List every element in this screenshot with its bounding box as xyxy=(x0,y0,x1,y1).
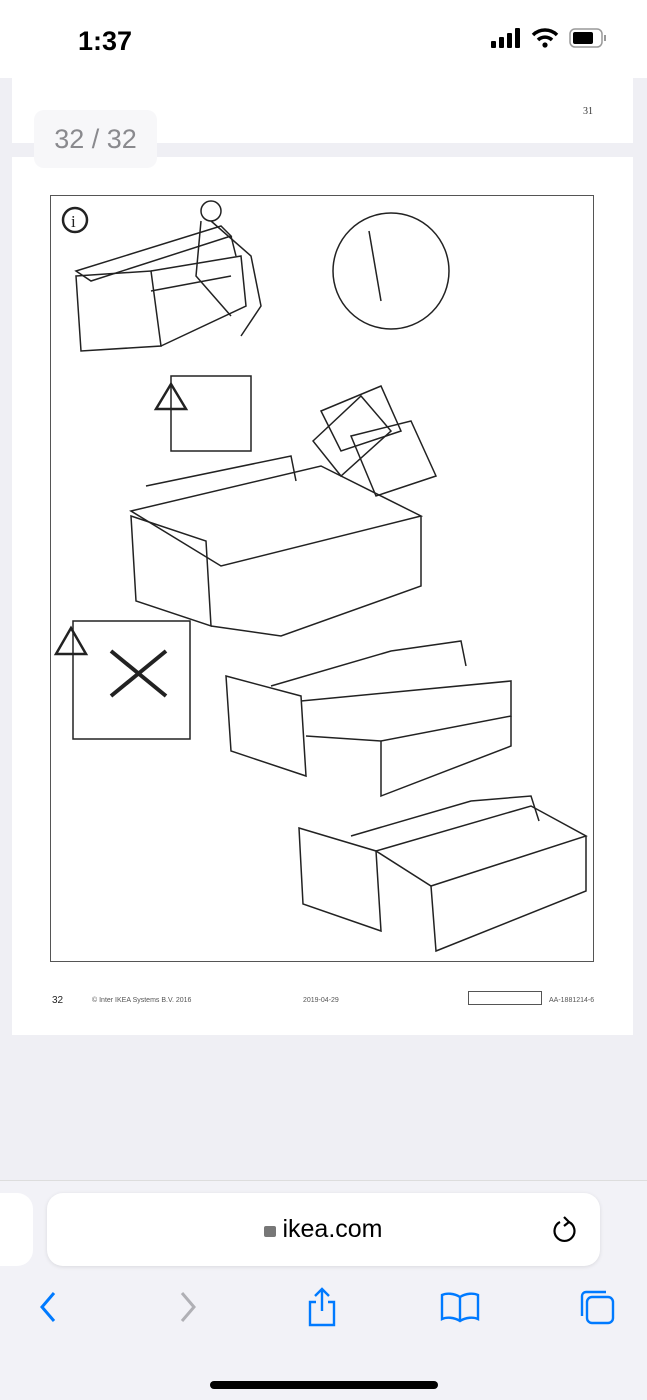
detail-circle xyxy=(332,212,450,330)
lock-icon xyxy=(264,1226,277,1237)
assembly-illustration: i xyxy=(50,195,594,962)
sofa-step-1 xyxy=(74,200,262,352)
browser-toolbar: ikea.com xyxy=(0,1180,647,1400)
battery-icon xyxy=(569,28,606,48)
copyright: © Inter IKEA Systems B.V. 2016 xyxy=(92,997,192,1004)
share-button[interactable] xyxy=(302,1287,342,1327)
bookmarks-button[interactable] xyxy=(440,1287,480,1327)
chevron-left-icon xyxy=(40,1292,56,1322)
chevron-right-icon xyxy=(180,1292,196,1322)
svg-text:i: i xyxy=(71,212,76,231)
home-indicator[interactable] xyxy=(210,1381,438,1389)
url-text: ikea.com xyxy=(282,1215,383,1243)
address-bar[interactable]: ikea.com xyxy=(47,1193,600,1266)
book-icon xyxy=(440,1292,480,1323)
info-icon: i xyxy=(61,206,89,234)
article-code: AA-1881214-6 xyxy=(549,997,595,1004)
sofa-step-2 xyxy=(129,385,438,637)
blank-box xyxy=(468,991,542,1005)
tabs-icon xyxy=(580,1290,615,1325)
page-number: 31 xyxy=(583,106,593,117)
wifi-icon xyxy=(531,28,559,48)
date: 2019-04-29 xyxy=(303,997,339,1004)
sofa-step-4 xyxy=(298,795,588,953)
back-button[interactable] xyxy=(28,1287,68,1327)
signal-icon xyxy=(491,28,520,48)
clock: 1:37 xyxy=(78,26,133,56)
forward-button[interactable] xyxy=(168,1287,208,1327)
pdf-page-32: i 32 © Inter IKEA Systems B.V. 2016 2019… xyxy=(12,157,633,1035)
page-indicator: 32 / 32 xyxy=(34,110,157,168)
reload-icon[interactable] xyxy=(552,1216,578,1244)
status-bar: 1:37 xyxy=(0,0,647,78)
page-number: 32 xyxy=(52,995,64,1006)
share-icon xyxy=(308,1287,336,1327)
previous-tab-preview[interactable] xyxy=(0,1193,33,1266)
warning-icon-2 xyxy=(53,625,89,656)
sofa-step-3 xyxy=(225,640,512,798)
tabs-button[interactable] xyxy=(577,1287,617,1327)
